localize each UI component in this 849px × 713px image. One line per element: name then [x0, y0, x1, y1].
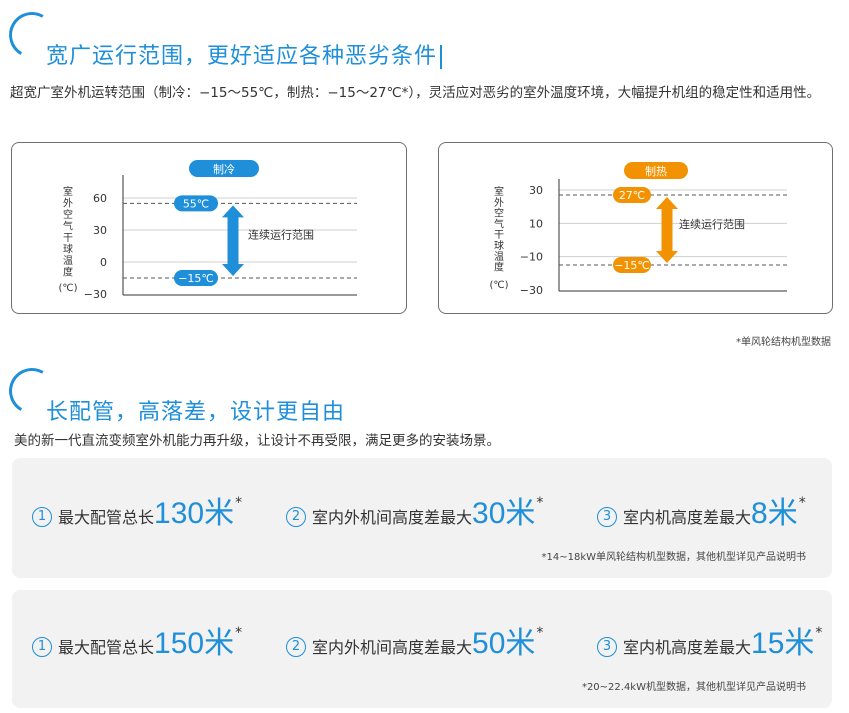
number-circle-icon: 3: [597, 637, 617, 657]
ylabel-char: 空: [63, 208, 73, 221]
ylabel-char: 温: [63, 255, 73, 267]
item-value: 30米: [472, 497, 536, 530]
ylabel-char: 度: [63, 266, 73, 279]
number-circle-icon: 2: [286, 507, 306, 527]
item-value: 8米: [751, 497, 798, 530]
heating-yunit: (℃): [489, 280, 508, 291]
heating-tick-label: 30: [529, 184, 543, 197]
item-star: *: [235, 625, 243, 641]
panel1-item1: 1 最大配管总长130米*: [32, 488, 242, 532]
ylabel-char: 气: [494, 217, 504, 230]
cooling-badge: [189, 160, 259, 177]
ylabel-char: 室: [63, 185, 73, 198]
item-label: 最大配管总长: [58, 508, 155, 527]
ylabel-char: 温: [494, 251, 504, 263]
heating-range-arrow-icon: [656, 197, 678, 263]
panel1-item2: 2 室内外机间高度差最大30米*: [286, 488, 543, 532]
item-star: *: [536, 495, 544, 511]
cooling-tick-label: 0: [100, 256, 107, 269]
panel2-note: *20~22.4kW机型数据，其他机型详见产品说明书: [581, 682, 806, 693]
ylabel-char: 外: [63, 198, 73, 210]
item-star: *: [536, 625, 544, 641]
ylabel-char: 气: [63, 220, 73, 233]
item-value: 50米: [472, 627, 536, 660]
heating-range-label: 连续运行范围: [679, 217, 745, 231]
heating-tick-label: −30: [520, 284, 543, 297]
heating-chart: 制热 室外空气干球温度 (℃) 30 10 −10 −30 27℃ −15℃ 连续运行范围: [489, 162, 787, 297]
panel2-item2: 2 室内外机间高度差最大50米*: [286, 618, 543, 662]
heating-chart-card: 制热 室外空气干球温度 (℃) 30 10 −10 −30 27℃ −15℃ 连续运行范围: [438, 142, 833, 314]
item-label: 室内外机间高度差最大: [312, 638, 473, 657]
item-star: *: [815, 625, 823, 641]
item-label: 室内外机间高度差最大: [312, 508, 473, 527]
heating-tick-label: 10: [529, 217, 543, 230]
section1-footnote: *单风轮结构机型数据: [736, 337, 831, 348]
section1-description: 超宽广室外机运转范围（制冷：−15～55℃，制热：−15～27℃*），灵活应对恶…: [10, 85, 821, 101]
cooling-range-label: 连续运行范围: [248, 228, 314, 242]
heating-badge-label: 制热: [645, 165, 667, 178]
section2-description: 美的新一代直流变频室外机能力再升级，让设计不再受限，满足更多的安装场景。: [14, 433, 500, 449]
cooling-lower-pill-label: −15℃: [178, 272, 214, 285]
cooling-upper-pill: [174, 195, 218, 212]
item-label: 最大配管总长: [58, 638, 155, 657]
cooling-tick-label: 30: [93, 224, 107, 237]
heating-upper-pill: [613, 187, 651, 203]
cooling-ylabel: 室外空气干球温度: [63, 185, 73, 279]
ylabel-char: 球: [63, 243, 73, 256]
ylabel-char: 球: [494, 239, 504, 252]
heating-lower-pill: [613, 257, 651, 273]
item-value: 150米: [154, 627, 235, 660]
heating-tick-label: −10: [520, 251, 543, 264]
heating-badge: [624, 162, 688, 179]
heating-lower-pill-label: −15℃: [614, 259, 650, 272]
item-value: 15米: [751, 627, 815, 660]
cooling-upper-pill-label: 55℃: [183, 197, 209, 210]
panel1-item3: 3 室内机高度差最大8米*: [597, 488, 806, 532]
heating-ylabel: 室外空气干球温度: [494, 185, 504, 274]
ylabel-char: 外: [494, 197, 504, 209]
panel2-item3: 3 室内机高度差最大15米*: [597, 618, 822, 662]
heating-upper-pill-label: 27℃: [619, 189, 645, 202]
ylabel-char: 空: [494, 207, 504, 220]
section1-title: 宽广运行范围，更好适应各种恶劣条件: [46, 38, 442, 70]
number-circle-icon: 1: [32, 507, 52, 527]
cooling-badge-label: 制冷: [213, 163, 235, 176]
ylabel-char: 室: [494, 185, 504, 198]
cooling-chart-card: 制冷 室外空气干球温度 (℃) 60 30 0 −30 55℃ −15℃ 连续运行范围: [11, 142, 407, 314]
ylabel-char: 度: [494, 261, 504, 274]
cooling-lower-pill: [174, 270, 218, 286]
cooling-yunit: (℃): [58, 283, 77, 294]
cooling-tick-label: −30: [84, 288, 107, 301]
panel2-item1: 1 最大配管总长150米*: [32, 618, 242, 662]
number-circle-icon: 1: [32, 637, 52, 657]
cooling-tick-label: 60: [93, 192, 107, 205]
item-label: 室内机高度差最大: [623, 508, 752, 527]
item-label: 室内机高度差最大: [623, 638, 752, 657]
ylabel-char: 干: [63, 233, 73, 244]
number-circle-icon: 3: [597, 507, 617, 527]
cooling-chart: 制冷 室外空气干球温度 (℃) 60 30 0 −30 55℃ −15℃ 连续运行范围: [58, 160, 357, 301]
ylabel-char: 干: [494, 230, 504, 241]
cooling-range-arrow-icon: [222, 205, 244, 276]
item-star: *: [798, 495, 806, 511]
text-cursor-icon: [440, 45, 442, 69]
section2-title: 长配管，高落差，设计更自由: [46, 400, 346, 425]
number-circle-icon: 2: [286, 637, 306, 657]
item-value: 130米: [154, 497, 235, 530]
panel1-note: *14~18kW单风轮结构机型数据，其他机型详见产品说明书: [541, 552, 806, 563]
item-star: *: [235, 495, 243, 511]
